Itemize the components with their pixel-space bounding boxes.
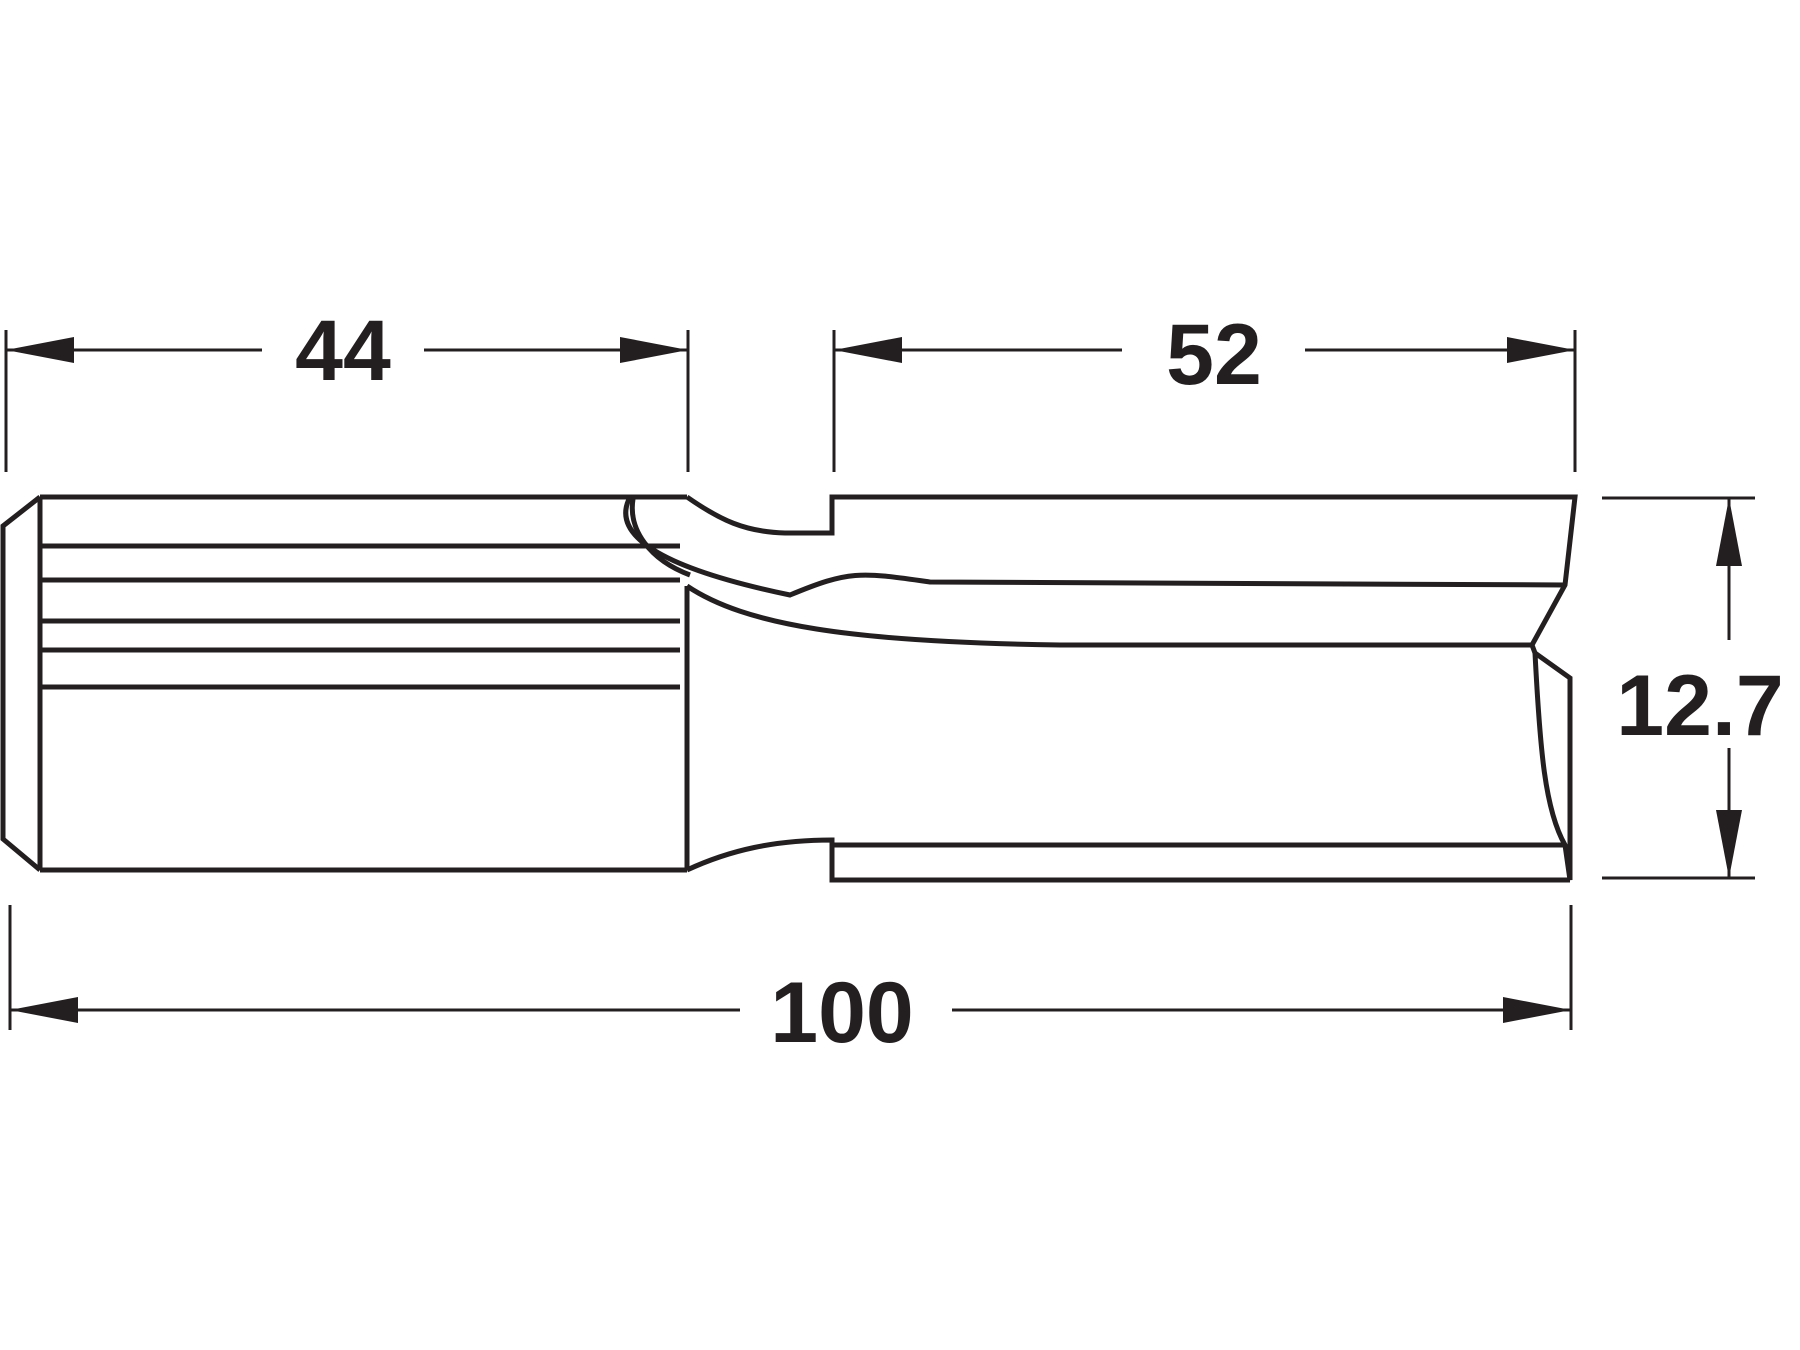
cutter-length-label: 52 xyxy=(1166,307,1262,403)
shank-length-label: 44 xyxy=(295,303,391,399)
dimension-cutter-length: 52 xyxy=(832,307,1577,472)
dimension-diameter: 12.7 xyxy=(1602,496,1784,880)
flute-lower-curve xyxy=(685,583,1532,648)
upper-flute-curve xyxy=(685,494,1578,654)
lower-neck-curve xyxy=(685,837,1570,883)
shank-grooves xyxy=(40,543,680,690)
dimension-overall-length: 100 xyxy=(8,905,1573,1061)
neck-inner-arc xyxy=(629,498,691,578)
flute-inner-curve xyxy=(623,495,1566,598)
shank-chamfer-end xyxy=(0,495,42,872)
diameter-label: 12.7 xyxy=(1616,658,1783,754)
overall-length-label: 100 xyxy=(770,965,914,1061)
dimension-shank-length: 44 xyxy=(4,303,690,472)
router-bit-body xyxy=(0,494,1578,883)
shank-outline xyxy=(37,494,690,873)
